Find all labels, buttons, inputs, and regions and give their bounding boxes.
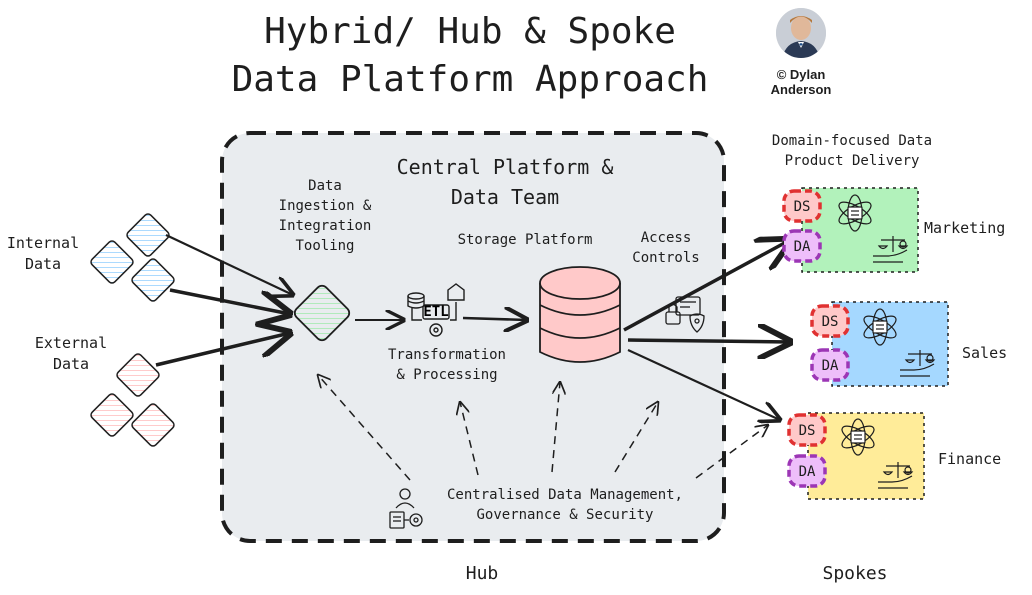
external-data-label: External Data bbox=[34, 334, 108, 373]
badge-da: DA bbox=[799, 464, 816, 480]
title-line-1: Hybrid/ Hub & Spoke bbox=[264, 11, 676, 52]
ingestion-arrows bbox=[155, 234, 293, 367]
arrow-etl-to-storage bbox=[462, 318, 527, 320]
external-data-sources bbox=[90, 353, 175, 447]
ingestion-node bbox=[293, 284, 351, 342]
spoke-marketing-label: Marketing bbox=[924, 219, 1006, 237]
internal-data-label: Internal Data bbox=[6, 234, 80, 273]
spoke-sales-box bbox=[831, 301, 949, 387]
spokes-header: Domain-focused Data Product Delivery bbox=[771, 133, 933, 169]
spoke-finance-box bbox=[807, 412, 925, 500]
spoke-finance-label: Finance bbox=[938, 450, 1002, 468]
title-line-2: Data Platform Approach bbox=[231, 59, 709, 100]
avatar bbox=[776, 8, 826, 58]
avatar-icon bbox=[776, 8, 826, 58]
hub-footer-label: Hub bbox=[465, 563, 499, 584]
hub-container bbox=[220, 131, 726, 543]
governance-arrows bbox=[318, 375, 658, 481]
access-controls-label: Access Controls bbox=[632, 230, 700, 266]
etl-icon bbox=[407, 283, 465, 337]
transformation-label: Transformation & Processing bbox=[387, 347, 506, 383]
badge-labels: DS DA DS DA DS DA bbox=[794, 199, 839, 480]
hub-title: Central Platform & Data Team bbox=[396, 155, 614, 209]
storage-label: Storage Platform bbox=[457, 232, 593, 248]
spoke-sales-label: Sales bbox=[962, 344, 1008, 362]
ai-atom-icon bbox=[838, 194, 897, 456]
badge-ds: DS bbox=[794, 199, 811, 215]
badge-da: DA bbox=[794, 239, 811, 255]
badge-ds: DS bbox=[799, 423, 816, 439]
badge-da: DA bbox=[822, 358, 839, 374]
author-credit: © Dylan Anderson bbox=[770, 67, 832, 97]
etl-label: ETL bbox=[423, 304, 448, 320]
balance-scale-icon bbox=[873, 236, 936, 489]
governance-icon bbox=[389, 488, 423, 529]
internal-data-sources bbox=[90, 213, 175, 302]
storage-database-icon bbox=[539, 266, 621, 363]
spokes-footer-label: Spokes bbox=[822, 563, 888, 584]
badge-ds: DS bbox=[822, 314, 839, 330]
ingestion-label: Data Ingestion & Integration Tooling bbox=[278, 178, 372, 254]
spoke-arrows bbox=[623, 240, 790, 479]
ds-da-badges bbox=[782, 189, 850, 488]
management-label: Centralised Data Management, Governance … bbox=[446, 487, 683, 523]
diagram-title: Hybrid/ Hub & Spoke Data Platform Approa… bbox=[190, 8, 750, 104]
